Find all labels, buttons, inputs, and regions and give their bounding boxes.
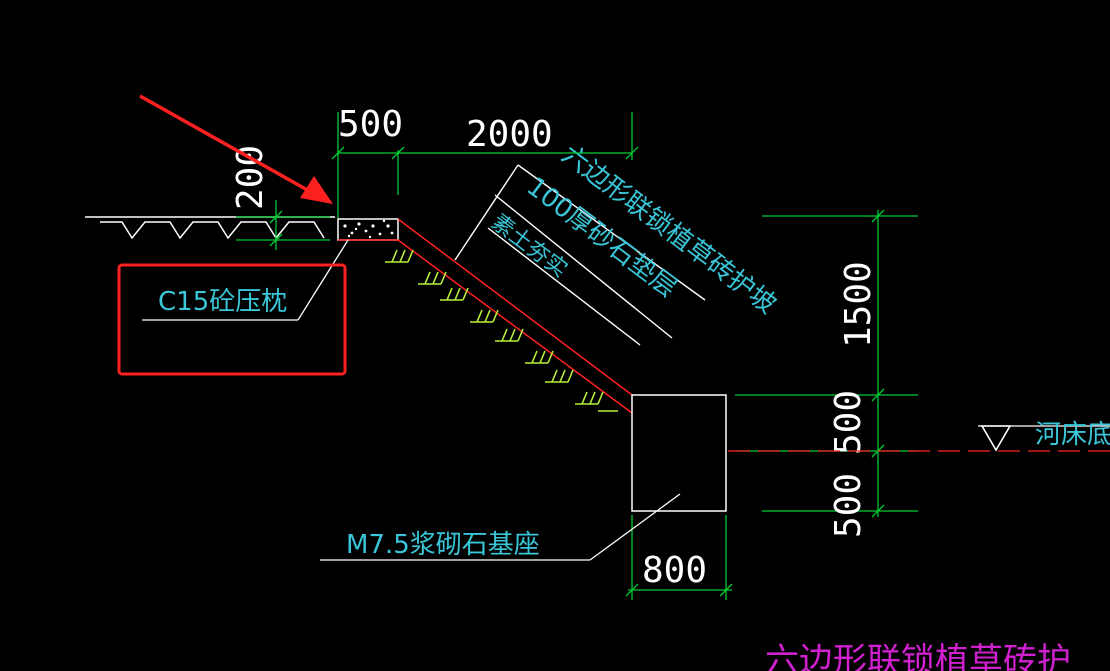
dim-500-top: 500 (338, 104, 403, 145)
dim-500-right-mid: 500 (828, 390, 869, 455)
dim-1500-right: 1500 (838, 261, 879, 348)
pressure-pillow-block (337, 218, 399, 241)
base-label-leader (320, 493, 681, 561)
pillow-concrete-speckle (343, 219, 394, 239)
riverbed-label: 河床底高 (1035, 420, 1110, 450)
dimension-lines (236, 112, 918, 600)
masonry-base-block (631, 394, 727, 512)
dim-500-right-bottom: 500 (828, 473, 869, 538)
pillow-label-leader (142, 239, 349, 321)
bottom-title: 六边形联锁植草砖护 (765, 641, 1071, 671)
highlight-box (117, 263, 347, 376)
dim-800-bottom: 800 (642, 550, 707, 591)
ground-surface (85, 216, 335, 240)
slope-soil-hatch (385, 249, 618, 412)
dim-200-left: 200 (230, 145, 271, 210)
slope-surface (338, 218, 633, 414)
elevation-triangle-icon (980, 425, 1012, 452)
dim-2000-top: 2000 (466, 114, 553, 155)
annotation-arrow-icon (139, 94, 333, 204)
pressure-pillow-label: C15砼压枕 (158, 287, 287, 317)
base-label: M7.5浆砌石基座 (346, 530, 540, 560)
slope-label-leaders (454, 164, 706, 346)
